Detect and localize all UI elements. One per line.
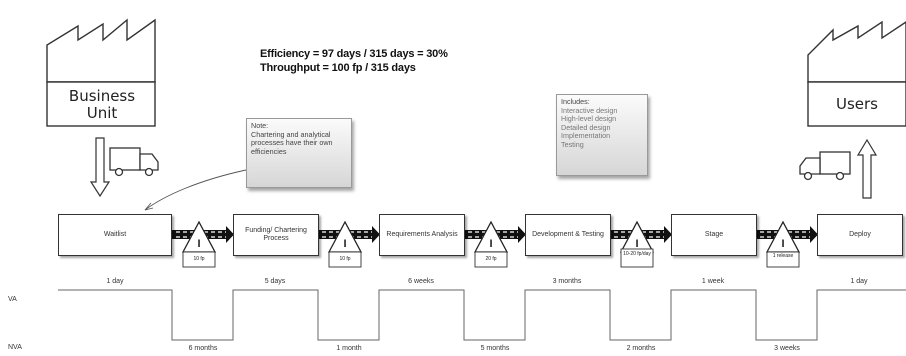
timeline-line [58, 289, 906, 341]
va-label: VA [8, 296, 17, 303]
svg-text:I: I [635, 238, 638, 250]
note-title: Note: [251, 121, 269, 130]
note-item: Testing [561, 139, 584, 149]
va-time: 3 months [552, 278, 582, 285]
va-time: 1 day [106, 278, 124, 285]
throughput-metric: Throughput = 100 fp / 315 days [260, 62, 416, 74]
process-funding-chartering: Funding/ Chartering Process [233, 214, 319, 256]
nva-time: 3 weeks [774, 345, 800, 352]
nva-time: 1 month [336, 345, 362, 352]
metrics: Efficiency = 97 days / 315 days = 30% Th… [260, 47, 520, 75]
shipment-up-arrow-icon [856, 138, 878, 199]
process-requirements-analysis: Requirements Analysis [379, 214, 465, 256]
va-time: 5 days [264, 278, 286, 285]
shipment-down-arrow-icon [89, 137, 111, 198]
nva-time: 2 months [626, 345, 656, 352]
note-title: Includes: [561, 97, 590, 106]
svg-text:I: I [343, 238, 346, 250]
svg-text:I: I [489, 238, 492, 250]
users-factory-icon [807, 20, 906, 127]
va-time: 1 week [701, 278, 725, 285]
note-body: Chartering and analytical processes have… [251, 129, 333, 156]
va-time: 1 day [850, 278, 868, 285]
efficiency-metric: Efficiency = 97 days / 315 days = 30% [260, 48, 448, 60]
chartering-note: Note: Chartering and analytical processe… [246, 118, 352, 188]
note-item: Detailed design [561, 122, 611, 132]
inventory-label: 10 fp [193, 256, 205, 262]
business-unit-factory-icon [46, 18, 156, 127]
svg-text:I: I [197, 238, 200, 250]
va-time: 6 weeks [408, 278, 434, 285]
note-item: Implementation [561, 131, 611, 141]
svg-text:I: I [781, 238, 784, 250]
process-development-testing: Development & Testing [525, 214, 611, 256]
inventory-label: 10-20 fp/day [623, 251, 651, 257]
process-deploy: Deploy [817, 214, 903, 256]
nva-label: NVA [8, 344, 22, 351]
nva-time: 5 months [480, 345, 510, 352]
includes-note: Includes: Interactive design High-level … [556, 94, 648, 176]
inventory-label: 10 fp [339, 256, 351, 262]
nva-time: 6 months [188, 345, 218, 352]
note-item: High-level design [561, 114, 617, 124]
note-item: Interactive design [561, 105, 618, 115]
inventory-label: 20 fp [485, 256, 497, 262]
inventory-label: 1 release [772, 253, 794, 259]
truck-icon [799, 151, 851, 181]
process-waitlist: Waitlist [58, 214, 172, 256]
users-label: Users [835, 95, 878, 113]
process-stage: Stage [671, 214, 757, 256]
truck-icon [109, 147, 159, 177]
note-pointer-arrow [144, 169, 247, 211]
business-unit-label: Business Unit [68, 87, 136, 122]
